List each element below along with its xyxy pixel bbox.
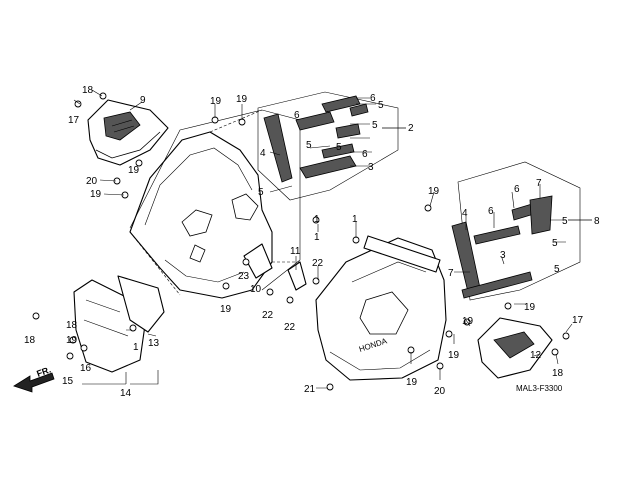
callout-18: 18	[66, 320, 78, 331]
callout-6: 6	[488, 206, 494, 217]
callout-5: 5	[258, 187, 264, 198]
brackets-10-11	[243, 243, 307, 291]
callout-19: 19	[236, 94, 248, 105]
callout-7: 7	[448, 268, 454, 279]
callout-19: 19	[66, 335, 78, 346]
callout-23: 23	[238, 271, 250, 282]
callout-1: 1	[314, 214, 320, 225]
callout-5: 5	[378, 100, 384, 111]
callout-1: 1	[314, 232, 320, 243]
callout-5: 5	[554, 264, 560, 275]
drawing-code: MAL3-F3300	[516, 384, 563, 393]
callout-20: 20	[86, 176, 98, 187]
callout-17: 17	[572, 315, 584, 326]
callout-2: 2	[408, 123, 414, 134]
callout-19: 19	[220, 304, 232, 315]
direction-label: FR.	[35, 365, 52, 379]
callout-19: 19	[524, 302, 536, 313]
callout-17: 17	[68, 115, 80, 126]
group-outline-left	[129, 109, 301, 291]
callout-6: 6	[362, 149, 368, 160]
callout-19: 19	[128, 165, 140, 176]
callout-18: 18	[24, 335, 36, 346]
left-lower-cowl	[129, 131, 273, 299]
callout-19: 19	[462, 316, 474, 327]
callout-1: 1	[133, 342, 139, 353]
callout-3: 3	[500, 250, 506, 261]
callout-3: 3	[368, 162, 374, 173]
leader-lines-left	[129, 109, 300, 296]
callout-15: 15	[62, 376, 74, 387]
callout-5: 5	[562, 216, 568, 227]
callout-19: 19	[210, 96, 222, 107]
callout-18: 18	[82, 85, 94, 96]
inner-cover-part-14	[73, 275, 165, 373]
seal-set-part-2	[257, 91, 399, 201]
callout-6: 6	[294, 110, 300, 121]
callout-8: 8	[594, 216, 600, 227]
callout-labels: 18 17 9 19 19 19 20 19 4 5 6 5 6 5 5 5 6…	[24, 85, 600, 399]
callout-21: 21	[304, 384, 316, 395]
callout-19: 19	[90, 189, 102, 200]
seal-set-part-8	[451, 161, 581, 301]
callout-7: 7	[536, 178, 542, 189]
callout-5: 5	[552, 238, 558, 249]
callout-12: 12	[530, 350, 542, 361]
callout-22: 22	[284, 322, 296, 333]
callout-13: 13	[148, 338, 160, 349]
callout-11: 11	[290, 246, 301, 257]
callout-19: 19	[406, 377, 418, 388]
leader-lines	[73, 89, 573, 389]
cowl-cover-part-12	[477, 317, 553, 379]
callout-16: 16	[80, 363, 92, 374]
lower-cowl-cover-part-9	[87, 99, 169, 166]
callout-4: 4	[260, 148, 266, 159]
callout-20: 20	[434, 386, 446, 397]
callout-5: 5	[372, 120, 378, 131]
callout-5: 5	[336, 142, 342, 153]
right-lower-cowl: HONDA	[315, 235, 447, 381]
callout-4: 4	[462, 208, 468, 219]
callout-14: 14	[120, 388, 132, 399]
front-direction-arrow: FR.	[13, 365, 55, 393]
callout-22: 22	[312, 258, 324, 269]
callout-6: 6	[370, 93, 376, 104]
callout-9: 9	[140, 95, 146, 106]
callout-18: 18	[552, 368, 564, 379]
callout-6: 6	[514, 184, 520, 195]
callout-19: 19	[428, 186, 440, 197]
callout-10: 10	[250, 284, 262, 295]
callout-5: 5	[306, 140, 312, 151]
callout-22: 22	[262, 310, 274, 321]
callout-19: 19	[448, 350, 460, 361]
callout-1: 1	[352, 214, 358, 225]
